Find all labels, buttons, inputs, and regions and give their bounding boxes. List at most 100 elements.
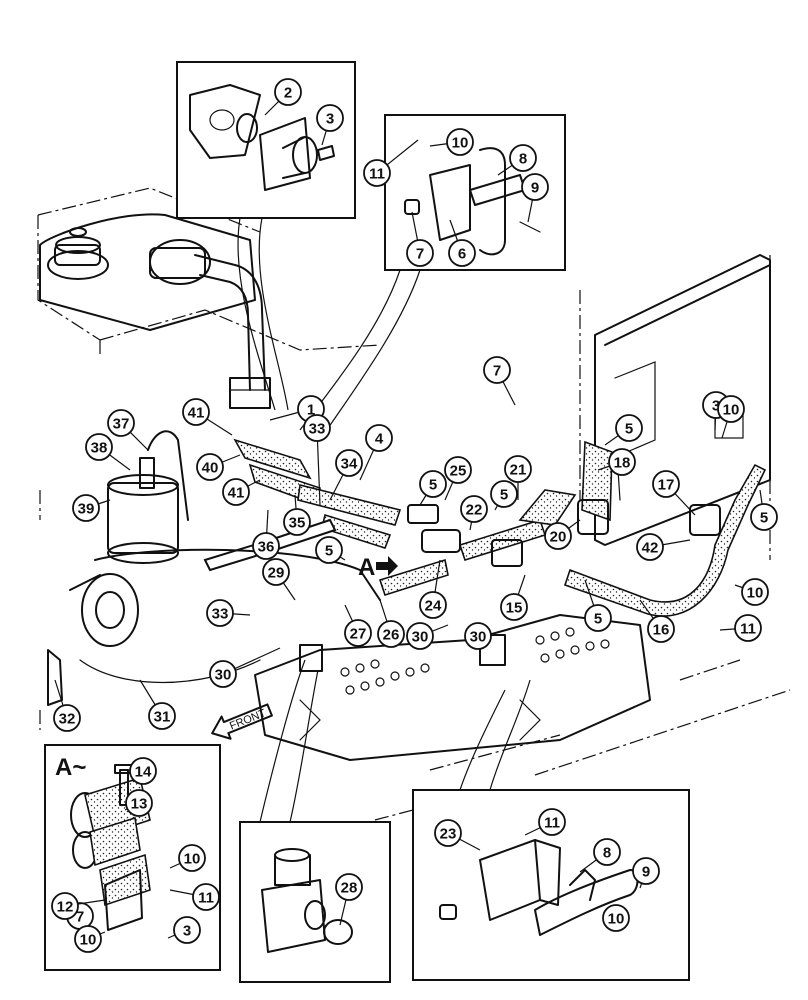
callout-circle bbox=[335, 449, 363, 477]
callout-circle bbox=[53, 704, 81, 732]
callout-circle bbox=[500, 593, 528, 621]
callout-number: 12 bbox=[57, 899, 74, 916]
hose-fittings bbox=[299, 499, 721, 672]
callout-number: 5 bbox=[429, 477, 437, 494]
callout-10: 10 bbox=[74, 925, 106, 953]
callout-number: 24 bbox=[425, 598, 442, 615]
callout-number: 26 bbox=[383, 627, 400, 644]
callout-circle bbox=[252, 532, 280, 560]
callout-circle bbox=[85, 433, 113, 461]
callout-number: 11 bbox=[369, 166, 385, 183]
callout-circle bbox=[192, 883, 220, 911]
callout-number: 13 bbox=[131, 796, 148, 813]
callout-circle bbox=[419, 591, 447, 619]
callout-36: 36 bbox=[252, 509, 280, 560]
callout-circle bbox=[196, 453, 224, 481]
callout-10: 10 bbox=[429, 128, 474, 156]
callout-circle bbox=[178, 844, 206, 872]
callout-11: 11 bbox=[169, 883, 220, 911]
callout-circle bbox=[125, 789, 153, 817]
callout-circle bbox=[406, 239, 434, 267]
callout-circle bbox=[741, 578, 769, 606]
callout-15: 15 bbox=[500, 574, 528, 621]
callout-number: 30 bbox=[470, 629, 487, 646]
callout-circle bbox=[504, 455, 532, 483]
callout-41: 41 bbox=[182, 398, 233, 436]
callout-4: 4 bbox=[359, 424, 393, 481]
callout-9: 9 bbox=[632, 857, 660, 889]
callout-13: 13 bbox=[124, 789, 153, 817]
callout-circle bbox=[717, 395, 745, 423]
callout-5: 5 bbox=[490, 480, 518, 511]
callout-10: 10 bbox=[717, 395, 745, 439]
callout-5: 5 bbox=[315, 536, 346, 564]
callout-number: 30 bbox=[215, 667, 232, 684]
callout-circle bbox=[521, 173, 549, 201]
callout-number: 4 bbox=[375, 431, 384, 448]
callout-circle bbox=[406, 622, 434, 650]
callout-number: 39 bbox=[78, 501, 95, 518]
callout-circle bbox=[316, 104, 344, 132]
callout-24: 24 bbox=[419, 559, 447, 619]
callout-circle bbox=[344, 619, 372, 647]
callout-number: 32 bbox=[59, 711, 76, 728]
view-a-letter: A bbox=[358, 554, 375, 581]
callout-number: 18 bbox=[614, 455, 631, 472]
callout-circle bbox=[750, 503, 778, 531]
inset-a-title: A~ bbox=[55, 754, 86, 781]
turntable-base bbox=[47, 548, 381, 706]
callout-41: 41 bbox=[222, 478, 261, 506]
callout-11: 11 bbox=[524, 808, 566, 836]
callout-5: 5 bbox=[750, 489, 778, 531]
callout-number: 34 bbox=[341, 456, 358, 473]
callout-8: 8 bbox=[579, 838, 621, 873]
callout-16: 16 bbox=[639, 599, 675, 643]
callout-circle bbox=[283, 508, 311, 536]
callout-number: 36 bbox=[258, 539, 275, 556]
callout-number: 11 bbox=[544, 815, 560, 832]
callout-number: 20 bbox=[550, 529, 567, 546]
callout-5: 5 bbox=[584, 579, 612, 632]
callout-33: 33 bbox=[303, 414, 331, 506]
callout-5: 5 bbox=[419, 470, 447, 506]
callout-number: 11 bbox=[198, 890, 214, 907]
callout-circle bbox=[182, 398, 210, 426]
callout-26: 26 bbox=[377, 599, 405, 648]
callout-circle bbox=[365, 424, 393, 452]
callout-5: 5 bbox=[604, 414, 643, 446]
callout-number: 27 bbox=[350, 626, 367, 643]
callout-33: 33 bbox=[206, 599, 251, 627]
callout-17: 17 bbox=[652, 470, 696, 516]
callout-number: 38 bbox=[91, 440, 108, 457]
callout-circle bbox=[434, 819, 462, 847]
callout-circle bbox=[615, 414, 643, 442]
callout-25: 25 bbox=[444, 456, 472, 501]
callout-number: 42 bbox=[642, 540, 659, 557]
callout-number: 9 bbox=[642, 864, 650, 881]
callout-circle bbox=[206, 599, 234, 627]
inset-elbow-fitting bbox=[239, 659, 391, 983]
callout-3: 3 bbox=[316, 104, 344, 146]
callout-circle bbox=[652, 470, 680, 498]
callout-number: 11 bbox=[740, 621, 756, 638]
callout-22: 22 bbox=[460, 495, 488, 531]
callout-number: 40 bbox=[202, 460, 219, 477]
callout-30: 30 bbox=[209, 647, 281, 688]
callout-number: 37 bbox=[113, 416, 130, 433]
view-a-marker: A bbox=[358, 554, 398, 581]
callout-31: 31 bbox=[139, 679, 176, 730]
callout-circle bbox=[315, 536, 343, 564]
callout-circle bbox=[734, 614, 762, 642]
callout-number: 31 bbox=[154, 709, 171, 726]
callout-circle bbox=[448, 239, 476, 267]
hydraulic-tank bbox=[39, 213, 256, 331]
callout-number: 41 bbox=[228, 485, 245, 502]
callout-circle bbox=[148, 702, 176, 730]
callout-number: 6 bbox=[458, 246, 466, 263]
callout-circle bbox=[444, 456, 472, 484]
callout-42: 42 bbox=[636, 533, 691, 561]
inset-flange-detail bbox=[176, 61, 356, 411]
callout-30: 30 bbox=[406, 622, 449, 650]
callout-circle bbox=[636, 533, 664, 561]
callout-number: 23 bbox=[440, 826, 457, 843]
